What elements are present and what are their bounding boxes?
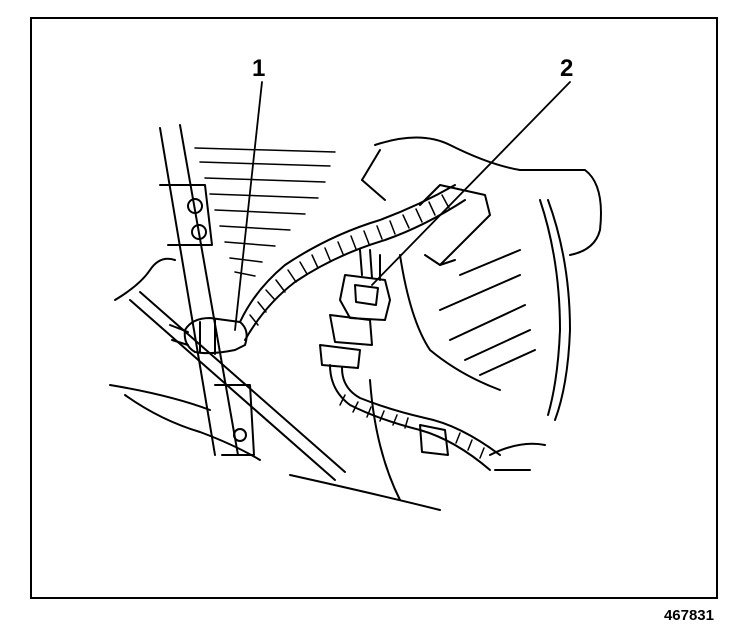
body-panel-left (109, 257, 261, 461)
callout-2: 2 (560, 55, 574, 82)
mounting-bracket (159, 124, 255, 456)
callout-1: 1 (252, 55, 266, 82)
leader-line-2 (371, 81, 571, 286)
panel-hatching (194, 147, 336, 277)
connector-block (319, 249, 391, 369)
body-panel-right (361, 136, 602, 421)
figure-frame (30, 17, 718, 599)
figure-number: 467831 (663, 607, 714, 624)
leader-lines (234, 81, 571, 331)
wiring-harness (239, 184, 466, 341)
sensor-connector (169, 317, 248, 355)
cable-rod (129, 291, 346, 481)
body-panel-lower (289, 379, 546, 511)
leader-line-1 (234, 81, 263, 331)
lower-harness (329, 364, 501, 471)
